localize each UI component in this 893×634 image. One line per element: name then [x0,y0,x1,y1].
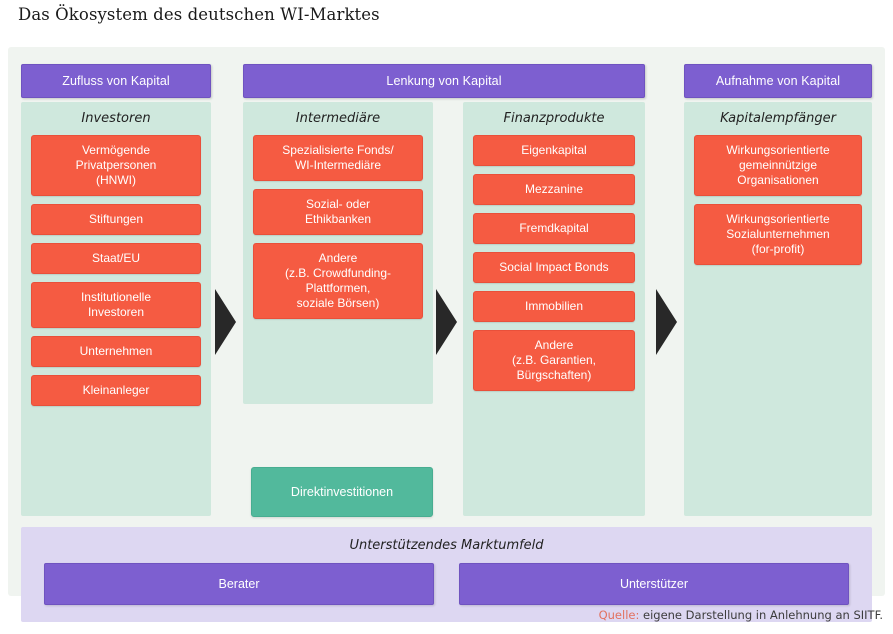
item-line: (z.B. Crowdfunding- [284,266,392,280]
list-item[interactable]: Andere (z.B. Crowdfunding- Plattformen, … [253,243,423,319]
item-line: Andere [318,251,358,265]
item-line: WI-Intermediäre [294,158,382,172]
item-line: Fremdkapital [519,221,589,235]
diagram-frame: Zufluss von Kapital Lenkung von Kapital … [8,47,885,622]
list-item[interactable]: Sozial- oder Ethikbanken [253,189,423,235]
item-line: Social Impact Bonds [499,260,609,274]
column-title-capital-recipients: Kapitalempfänger [720,111,836,126]
list-item[interactable]: Vermögende Privatpersonen (HNWI) [31,135,201,196]
item-line: Investoren [87,305,145,319]
column-financial-products: Finanzprodukte Eigenkapital Mezzanine Fr… [463,102,645,516]
item-line: Privatpersonen [75,158,157,172]
source-text: eigene Darstellung in Anlehnung an SIITF… [639,608,883,622]
item-line: Unternehmen [79,344,153,358]
item-list-intermediaries: Spezialisierte Fonds/ WI-Intermediäre So… [243,135,433,319]
item-line: Bürgschaften) [516,368,592,382]
source-label: Quelle: [598,608,640,622]
list-item[interactable]: Stiftungen [31,204,201,235]
source-note: Quelle: eigene Darstellung in Anlehnung … [599,608,883,622]
item-line: Sozial- oder [305,197,371,211]
list-item[interactable]: Andere (z.B. Garantien, Bürgschaften) [473,330,635,391]
item-line: Sozialunternehmen [726,227,830,241]
column-title-investors: Investoren [81,111,151,126]
item-line: Mezzanine [524,182,584,196]
list-item[interactable]: Spezialisierte Fonds/ WI-Intermediäre [253,135,423,181]
header-lenkung-von-kapital: Lenkung von Kapital [243,64,645,98]
item-line: (z.B. Garantien, [511,353,597,367]
support-button-berater[interactable]: Berater [44,563,434,605]
arrow-right-icon [436,289,457,355]
item-list-financial-products: Eigenkapital Mezzanine Fremdkapital Soci… [463,135,645,391]
item-line: Plattformen, [305,281,371,295]
item-line: Staat/EU [91,251,141,265]
list-item[interactable]: Wirkungsorientierte gemeinnützige Organi… [694,135,862,196]
item-line: (HNWI) [96,173,136,187]
page-title: Das Ökosystem des deutschen WI-Marktes [18,5,380,24]
column-intermediaries: Intermediäre Spezialisierte Fonds/ WI-In… [243,102,433,404]
item-line: Vermögende [81,143,151,157]
list-item[interactable]: Eigenkapital [473,135,635,166]
direct-investment-box[interactable]: Direktinvestitionen [251,467,433,517]
item-line: Organisationen [737,173,819,187]
column-capital-recipients: Kapitalempfänger Wirkungsorientierte gem… [684,102,872,516]
arrow-right-icon [215,289,236,355]
header-zufluss-von-kapital: Zufluss von Kapital [21,64,211,98]
item-list-investors: Vermögende Privatpersonen (HNWI) Stiftun… [21,135,211,406]
support-panel-title: Unterstützendes Marktumfeld [349,538,544,553]
list-item[interactable]: Institutionelle Investoren [31,282,201,328]
list-item[interactable]: Social Impact Bonds [473,252,635,283]
item-line: Institutionelle [80,290,152,304]
item-list-capital-recipients: Wirkungsorientierte gemeinnützige Organi… [684,135,872,265]
item-line: Wirkungsorientierte [726,212,830,226]
item-line: Eigenkapital [521,143,587,157]
support-panel: Unterstützendes Marktumfeld Berater Unte… [21,527,872,622]
header-aufnahme-von-kapital: Aufnahme von Kapital [684,64,872,98]
item-line: Spezialisierte Fonds/ [282,143,394,157]
item-line: Ethikbanken [304,212,372,226]
item-line: Andere [534,338,574,352]
list-item[interactable]: Wirkungsorientierte Sozialunternehmen (f… [694,204,862,265]
item-line: gemeinnützige [738,158,818,172]
item-line: Immobilien [524,299,584,313]
list-item[interactable]: Immobilien [473,291,635,322]
column-title-intermediaries: Intermediäre [295,111,381,126]
item-line: soziale Börsen) [296,296,380,310]
item-line: Kleinanleger [82,383,150,397]
support-button-unterstutzer[interactable]: Unterstützer [459,563,849,605]
item-line: (for-profit) [751,242,805,256]
list-item[interactable]: Staat/EU [31,243,201,274]
list-item[interactable]: Unternehmen [31,336,201,367]
list-item[interactable]: Mezzanine [473,174,635,205]
list-item[interactable]: Kleinanleger [31,375,201,406]
column-investors: Investoren Vermögende Privatpersonen (HN… [21,102,211,516]
item-line: Stiftungen [88,212,144,226]
support-button-row: Berater Unterstützer [21,563,872,605]
item-line: Wirkungsorientierte [726,143,830,157]
arrow-right-icon [656,289,677,355]
list-item[interactable]: Fremdkapital [473,213,635,244]
column-title-financial-products: Finanzprodukte [503,111,605,126]
